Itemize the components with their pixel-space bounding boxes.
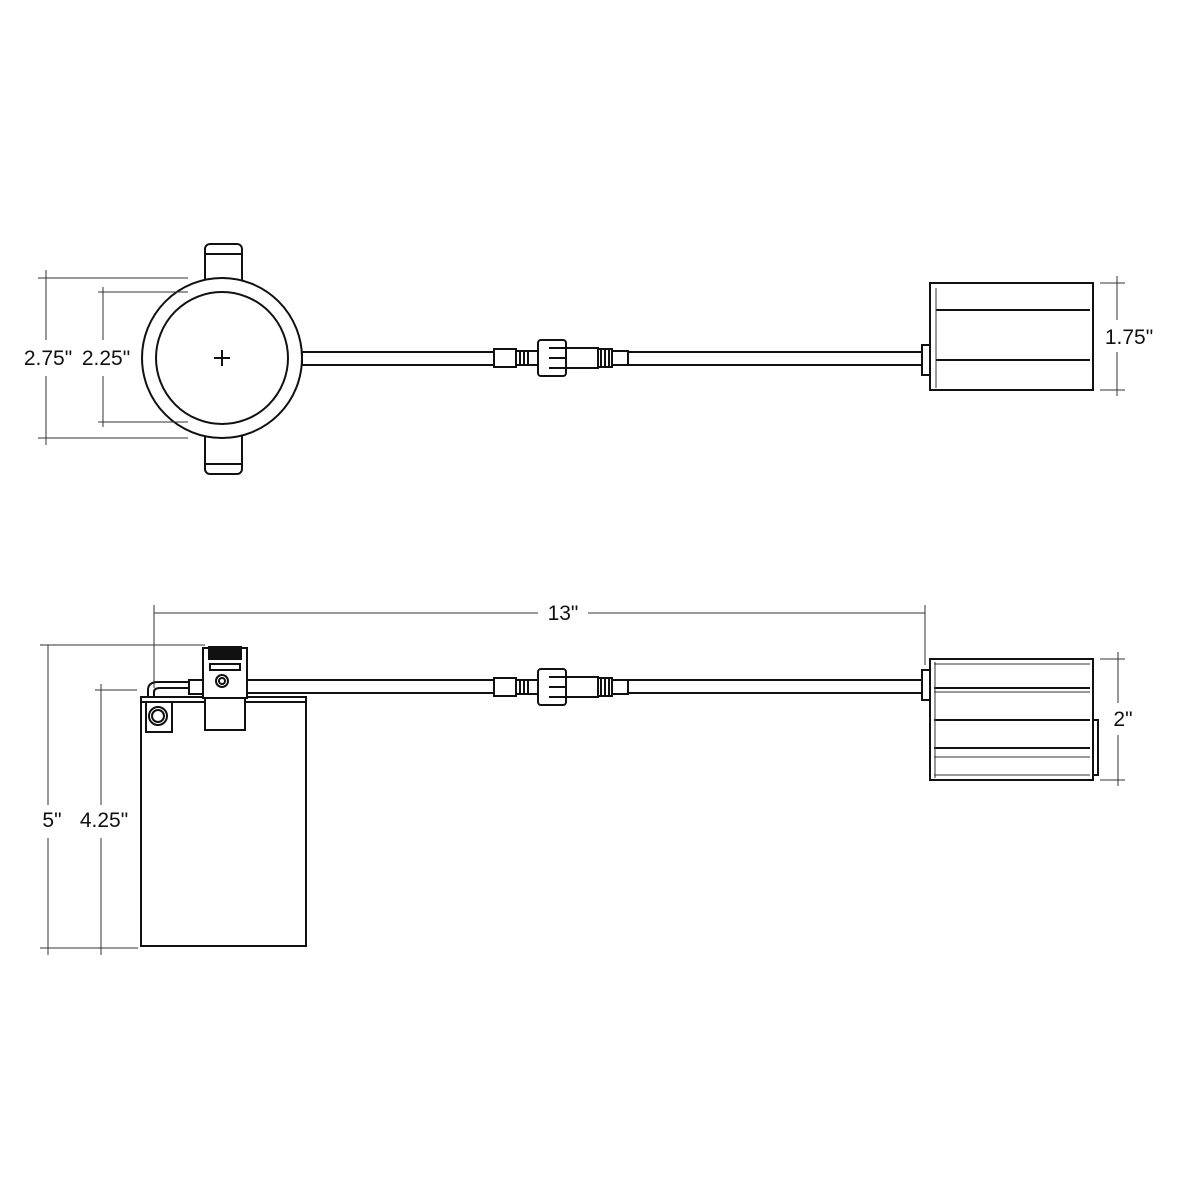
dimension-driver-height-side: 2"	[1100, 652, 1133, 786]
dimension-outer-diameter: 2.75"	[24, 270, 188, 445]
quick-connector-top	[493, 339, 629, 377]
center-crosshair-icon	[214, 350, 230, 366]
dimension-driver-height-top: 1.75"	[1100, 276, 1153, 396]
label-housing-height: 4.25"	[80, 809, 128, 832]
label-outer-diameter: 2.75"	[24, 347, 72, 370]
dimension-housing-height: 4.25"	[80, 684, 137, 955]
label-cable-length: 13"	[548, 602, 579, 625]
top-view: 2.75" 2.25" 1.75"	[24, 243, 1153, 475]
wire-elbow	[147, 679, 206, 697]
dimension-inner-diameter: 2.25"	[82, 287, 188, 427]
mounting-clip	[202, 646, 248, 731]
label-inner-diameter: 2.25"	[82, 347, 130, 370]
side-view: 13" 5" 4.25"	[40, 602, 1133, 955]
housing-can	[140, 696, 307, 947]
driver-box-side	[921, 658, 1099, 781]
dimension-overall-height: 5"	[40, 644, 205, 955]
label-overall-height: 5"	[42, 809, 61, 832]
trim-inner-ring	[155, 291, 289, 425]
cable-side	[244, 679, 925, 694]
label-driver-height-top: 1.75"	[1105, 326, 1153, 349]
driver-box-top	[921, 282, 1094, 391]
label-driver-height-side: 2"	[1113, 708, 1132, 731]
quick-connector-side	[493, 668, 629, 706]
dimension-cable-length: 13"	[153, 602, 926, 688]
